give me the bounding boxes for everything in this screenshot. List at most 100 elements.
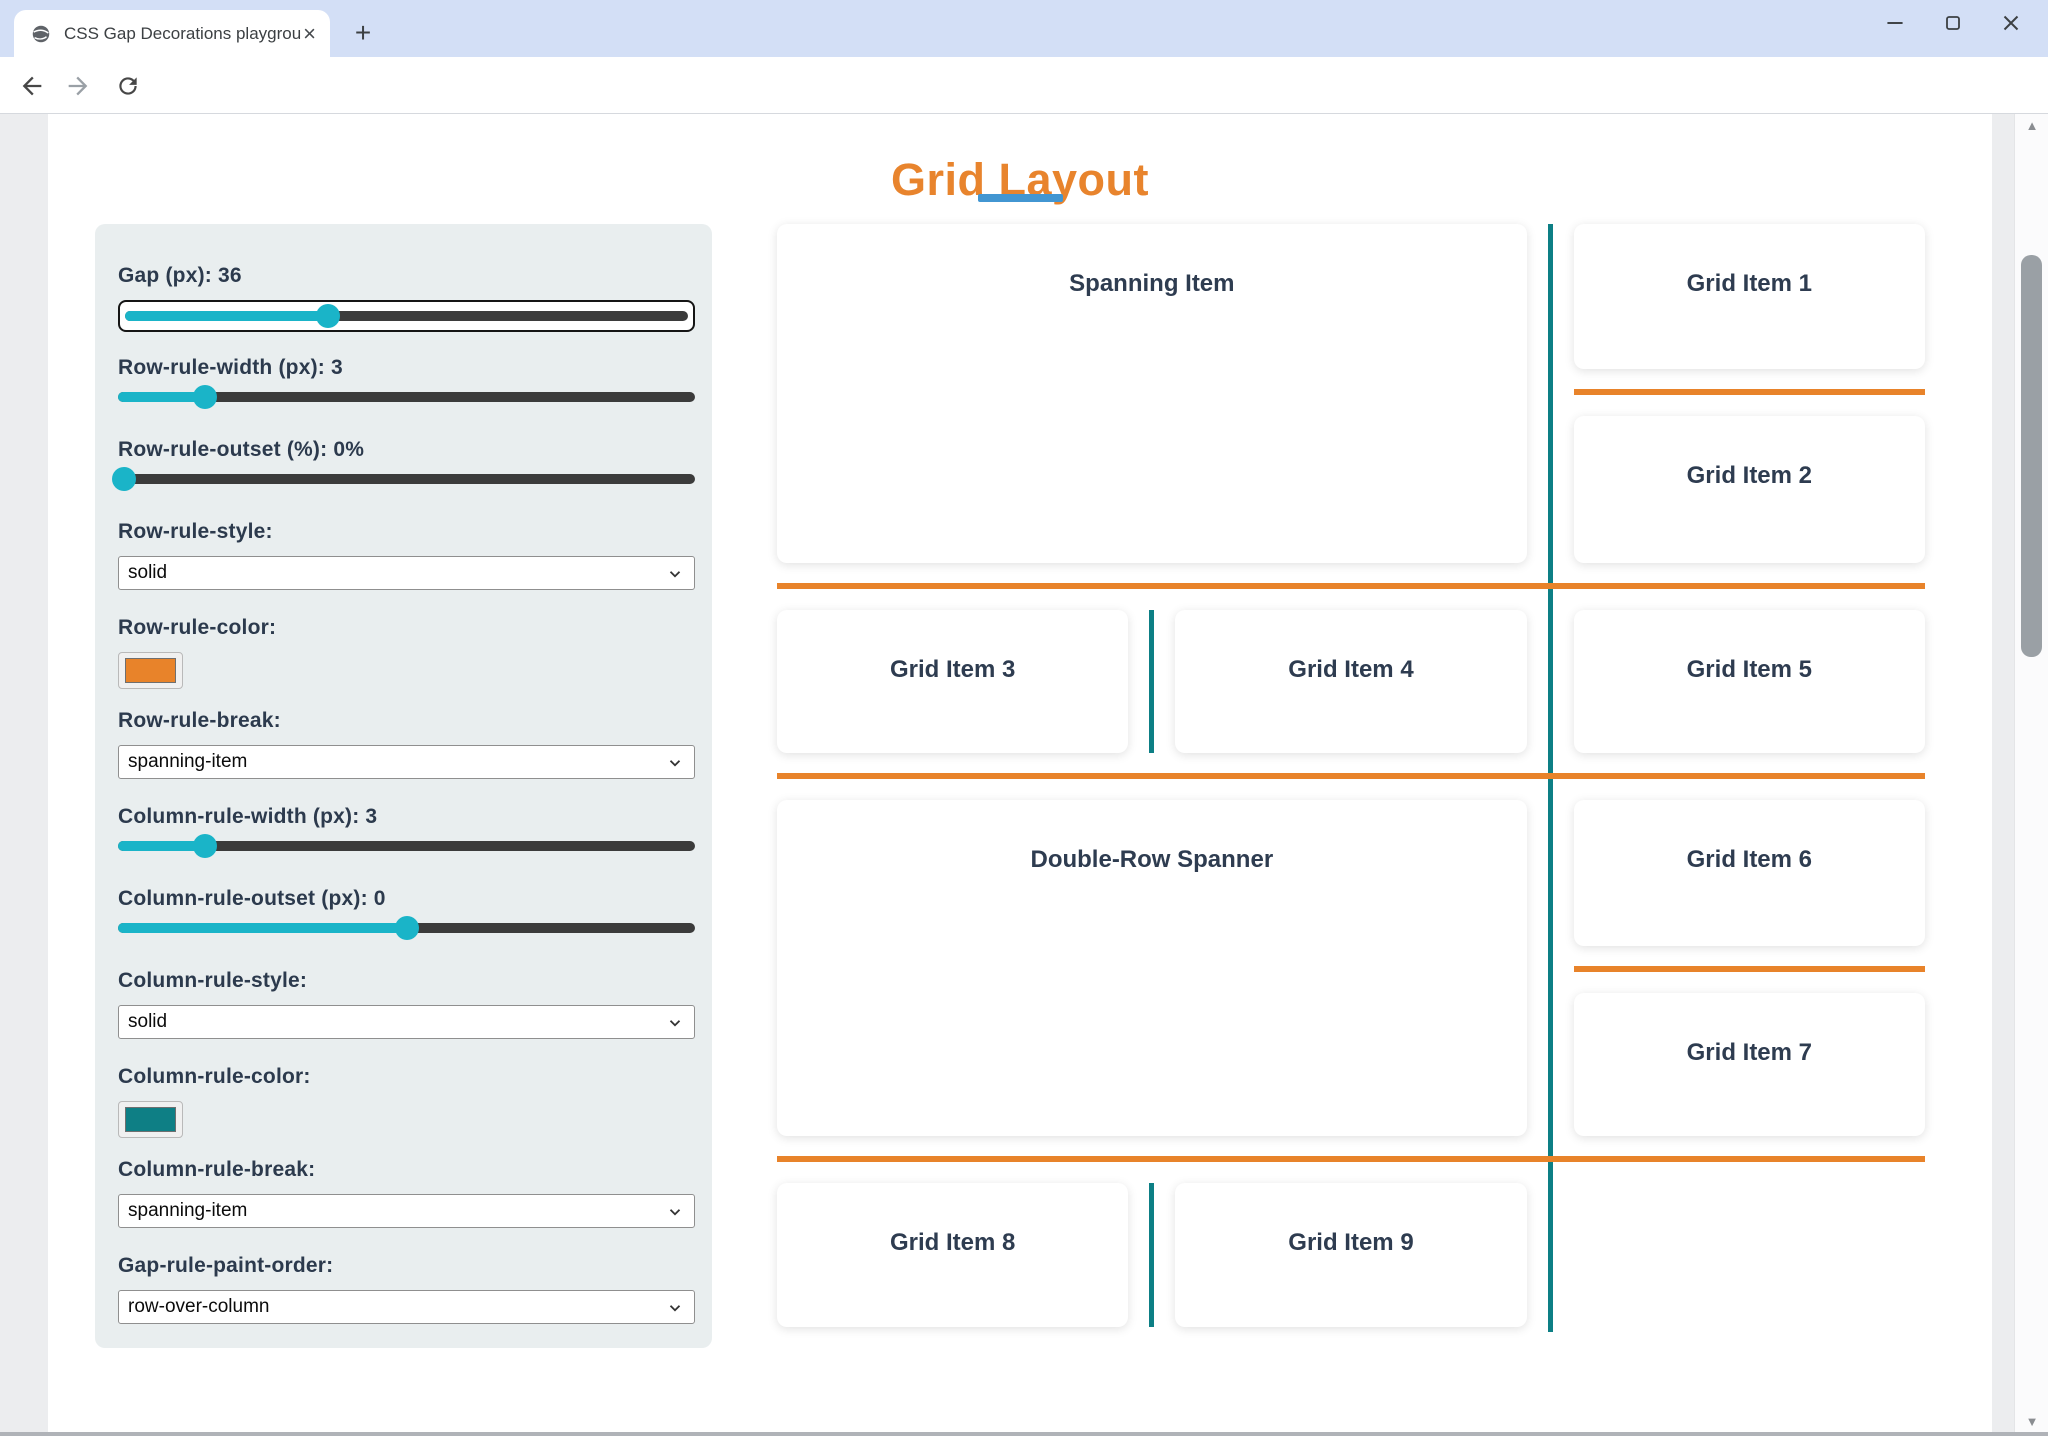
window-maximize-button[interactable] — [1938, 8, 1968, 38]
vertical-scrollbar[interactable]: ▲ ▼ — [2014, 114, 2048, 1432]
select-value: spanning-item — [128, 751, 248, 772]
row-rule-width-field: Row-rule-width (px): 3 — [118, 356, 695, 414]
grid-card-2: Grid Item 2 — [1573, 416, 1925, 563]
column-rule-style-select[interactable]: solid — [118, 1005, 695, 1039]
title-underline — [978, 194, 1063, 202]
slider-track — [125, 304, 688, 328]
gap-field: Gap (px): 36 — [118, 264, 695, 332]
gap-rule-paint-order-field: Gap-rule-paint-order: row-over-column — [118, 1254, 695, 1324]
tab-strip: CSS Gap Decorations playgroun × + — [0, 0, 2048, 57]
chevron-down-icon — [669, 760, 681, 767]
new-tab-button[interactable]: + — [354, 17, 372, 48]
select-value: spanning-item — [128, 1200, 248, 1221]
grid-card-7: Grid Item 7 — [1573, 993, 1925, 1136]
forward-button[interactable] — [62, 70, 94, 102]
row-rule-full-c — [777, 1156, 1925, 1162]
column-rule-style-label: Column-rule-style: — [118, 969, 308, 992]
row-rule-color-swatch[interactable] — [118, 652, 183, 689]
window-minimize-button[interactable] — [1880, 8, 1910, 38]
grid-card-8: Grid Item 8 — [777, 1183, 1129, 1327]
slider-track — [118, 916, 695, 940]
row-rule-style-select[interactable]: solid — [118, 556, 695, 590]
column-rule-outset-field: Column-rule-outset (px): 0 — [118, 887, 695, 945]
slider-thumb[interactable] — [111, 467, 136, 491]
controls-sidebar: Gap (px): 36 Row-rule-width (px): 3 Row-… — [95, 224, 712, 1348]
reload-button[interactable] — [112, 70, 144, 102]
chevron-down-icon — [669, 1305, 681, 1312]
row-rule-outset-slider[interactable] — [111, 467, 695, 496]
grid-card-9: Grid Item 9 — [1175, 1183, 1527, 1327]
minimize-icon — [1887, 21, 1903, 24]
playground-grid: Spanning Item Grid Item 1 Grid Item 2 Gr… — [777, 224, 1925, 1332]
row-rule-full-b — [777, 773, 1925, 779]
row-rule-full-a — [777, 583, 1925, 589]
window-close-button[interactable] — [1996, 8, 2026, 38]
row-rule-col3-b — [1574, 966, 1925, 972]
row-rule-style-field: Row-rule-style: solid — [118, 520, 695, 590]
column-rule-color-swatch[interactable] — [118, 1101, 183, 1138]
grid-card-4: Grid Item 4 — [1175, 610, 1527, 753]
gap-label: Gap (px): 36 — [118, 264, 242, 287]
color-swatch-fill — [125, 658, 176, 683]
scroll-down-arrow-icon[interactable]: ▼ — [2025, 1413, 2039, 1429]
reload-icon — [119, 77, 137, 95]
slider-track — [111, 467, 695, 491]
row-rule-style-label: Row-rule-style: — [118, 520, 273, 543]
column-rule-style-field: Column-rule-style: solid — [118, 969, 695, 1039]
chevron-down-icon — [669, 1020, 681, 1027]
slider-thumb[interactable] — [192, 385, 217, 409]
row-rule-outset-label: Row-rule-outset (%): 0% — [118, 438, 365, 461]
window-controls — [1880, 0, 2040, 45]
chevron-down-icon — [669, 571, 681, 578]
row-rule-width-label: Row-rule-width (px): 3 — [118, 356, 343, 379]
row-rule-col3-a — [1574, 389, 1925, 395]
grid-card-5: Grid Item 5 — [1573, 610, 1925, 753]
close-icon — [2003, 15, 2019, 30]
column-rule-break-label: Column-rule-break: — [118, 1158, 316, 1181]
select-value: solid — [128, 562, 168, 583]
globe-favicon-icon — [32, 25, 50, 42]
slider-fill — [125, 311, 328, 321]
row-rule-break-field: Row-rule-break: spanning-item — [118, 709, 695, 779]
row-rule-color-label: Row-rule-color: — [118, 616, 277, 639]
grid-card-spanning-item: Spanning Item — [777, 224, 1527, 563]
slider-thumb[interactable] — [192, 834, 217, 858]
row-rule-outset-field: Row-rule-outset (%): 0% — [111, 438, 695, 496]
gap-rule-paint-order-label: Gap-rule-paint-order: — [118, 1254, 334, 1277]
browser-tab[interactable]: CSS Gap Decorations playgroun × — [14, 10, 330, 57]
back-button[interactable] — [16, 70, 48, 102]
select-value: solid — [128, 1011, 168, 1032]
column-rule-color-field: Column-rule-color: — [118, 1065, 692, 1138]
row-rule-break-select[interactable]: spanning-item — [118, 745, 695, 779]
row-rule-width-slider[interactable] — [118, 385, 695, 414]
color-swatch-fill — [125, 1107, 176, 1132]
column-rule-outset-slider[interactable] — [118, 916, 695, 945]
slider-fill — [118, 841, 205, 851]
slider-thumb[interactable] — [394, 916, 419, 940]
forward-arrow-icon — [68, 76, 88, 96]
slider-track — [118, 385, 695, 409]
browser-toolbar: microsoftedge.github.io/Demos/css-gap-de… — [0, 57, 2048, 165]
select-value: row-over-column — [128, 1296, 270, 1317]
maximize-icon — [1946, 15, 1960, 30]
gap-rule-paint-order-select[interactable]: row-over-column — [118, 1290, 695, 1324]
scroll-up-arrow-icon[interactable]: ▲ — [2025, 117, 2039, 133]
page-viewport: Grid Layout Gap (px): 36 Row-rule-width … — [0, 114, 2048, 1432]
slider-fill — [118, 923, 407, 933]
column-rule-color-label: Column-rule-color: — [118, 1065, 311, 1088]
slider-thumb[interactable] — [315, 304, 340, 328]
page-content: Grid Layout Gap (px): 36 Row-rule-width … — [48, 114, 1992, 1432]
gap-slider[interactable] — [118, 300, 695, 332]
tab-close-icon[interactable]: × — [303, 20, 316, 46]
column-rule-break-field: Column-rule-break: spanning-item — [118, 1158, 695, 1228]
row-rule-color-field: Row-rule-color: — [118, 616, 692, 689]
scrollbar-thumb[interactable] — [2021, 255, 2042, 657]
column-rule-break-select[interactable]: spanning-item — [118, 1194, 695, 1228]
tab-title: CSS Gap Decorations playgroun — [64, 23, 302, 43]
column-rule-outset-label: Column-rule-outset (px): 0 — [118, 887, 386, 910]
grid-card-6: Grid Item 6 — [1573, 800, 1925, 946]
column-rule-row6 — [1149, 1183, 1154, 1327]
grid-card-3: Grid Item 3 — [777, 610, 1129, 753]
column-rule-width-slider[interactable] — [118, 834, 695, 863]
